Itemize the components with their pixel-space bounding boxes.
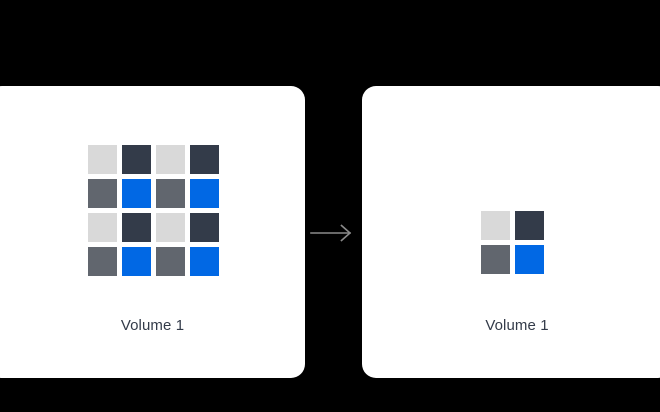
volume-grid-cell xyxy=(122,213,151,242)
volume-label-before: Volume 1 xyxy=(120,317,185,334)
volume-grid-cell xyxy=(122,247,151,276)
volume-grid-cell xyxy=(481,245,510,274)
volume-card-before[interactable]: Volume 1 xyxy=(0,86,305,378)
volume-grid-cell xyxy=(515,245,544,274)
volume-grid-cell xyxy=(190,247,219,276)
volume-grid-cell xyxy=(190,179,219,208)
volume-grid-cell xyxy=(190,213,219,242)
volume-label-after: Volume 1 xyxy=(485,317,549,334)
volume-grid-cell xyxy=(122,145,151,174)
volume-grid-cell xyxy=(515,211,544,240)
volume-grid-cell xyxy=(88,145,117,174)
volume-grid-cell xyxy=(190,145,219,174)
volume-grid-cell xyxy=(122,179,151,208)
card-content-after: Volume 1 xyxy=(362,86,660,378)
volume-grid-before xyxy=(88,145,219,276)
volume-grid-cell xyxy=(156,179,185,208)
volume-grid-cell xyxy=(88,179,117,208)
volume-grid-cell xyxy=(156,247,185,276)
volume-grid-cell xyxy=(88,213,117,242)
volume-grid-cell xyxy=(156,145,185,174)
volume-grid-after xyxy=(481,211,544,274)
volume-grid-cell xyxy=(156,213,185,242)
arrow-right-icon xyxy=(310,222,354,244)
volume-grid-cell xyxy=(481,211,510,240)
volume-grid-cell xyxy=(88,247,117,276)
volume-card-after[interactable]: Volume 1 xyxy=(362,86,660,378)
card-content-before: Volume 1 xyxy=(0,86,305,378)
